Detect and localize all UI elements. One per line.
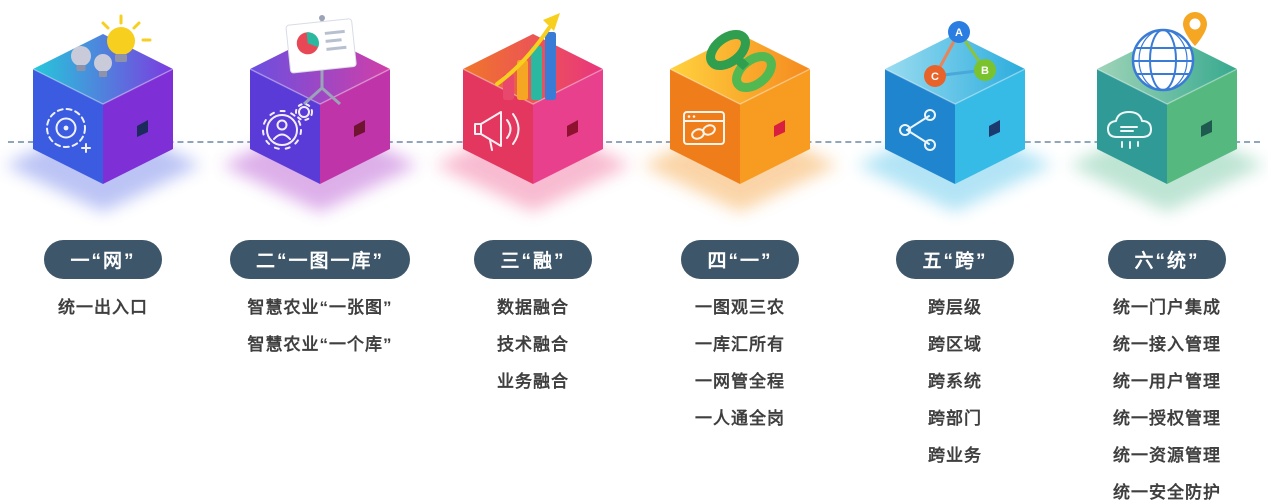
cube-left-face — [33, 69, 103, 184]
cube-graphic — [435, 13, 631, 212]
category-pill: 二“一图一库” — [229, 240, 410, 279]
cube-graphic — [1069, 12, 1265, 212]
cloud-icon — [1107, 111, 1152, 149]
share-icon — [899, 109, 936, 151]
node-label-b: B — [981, 65, 989, 77]
gear-user-icon — [262, 103, 313, 150]
cube-graphic — [222, 15, 418, 212]
feature-item: 数据融合 — [497, 298, 569, 317]
category-pill: 三“融” — [474, 240, 592, 279]
category-pill: 一“网” — [44, 240, 162, 279]
feature-column-cross: A B C 五“跨” 跨层级 跨区域 跨系统 跨部门 跨业务 — [845, 0, 1065, 474]
feature-item: 智慧农业“一个库” — [247, 335, 393, 354]
cube-notch — [989, 120, 1000, 137]
cube-graphic — [642, 29, 838, 212]
globe-pin-icon — [1131, 12, 1207, 92]
feature-item: 跨层级 — [928, 298, 982, 317]
feature-item: 一图观三农 — [695, 298, 785, 317]
browser-link-icon — [683, 111, 725, 145]
category-pill: 五“跨” — [896, 240, 1014, 279]
cube-left-face — [885, 69, 955, 184]
feature-item: 统一接入管理 — [1113, 335, 1221, 354]
node-label-a: A — [955, 27, 963, 39]
feature-item: 技术融合 — [497, 335, 569, 354]
feature-item: 业务融合 — [497, 372, 569, 391]
feature-item: 统一门户集成 — [1113, 298, 1221, 317]
feature-column-map-db: 二“一图一库” 智慧农业“一张图” 智慧农业“一个库” — [210, 0, 430, 363]
cube-edge — [1096, 68, 1238, 105]
cube-left-face — [463, 69, 533, 184]
cube-notch — [137, 120, 148, 137]
cube-notch — [354, 120, 365, 137]
cube-edge — [32, 68, 174, 105]
cube-notch — [567, 120, 578, 137]
feature-item: 统一用户管理 — [1113, 372, 1221, 391]
cube-edge — [669, 68, 811, 105]
lightbulb-icon — [71, 14, 152, 77]
feature-list: 智慧农业“一张图” 智慧农业“一个库” — [210, 289, 430, 363]
abc-network-icon: A B C — [924, 21, 996, 87]
feature-item: 一网管全程 — [695, 372, 785, 391]
cube-graphic — [5, 14, 201, 212]
feature-item: 跨部门 — [928, 409, 982, 428]
feature-list: 数据融合 技术融合 业务融合 — [423, 289, 643, 400]
feature-item: 统一授权管理 — [1113, 409, 1221, 428]
feature-item: 统一出入口 — [58, 298, 148, 317]
cube-edge — [884, 68, 1026, 105]
presentation-chart-icon — [285, 15, 357, 106]
cube-graphic: A B C — [857, 21, 1053, 212]
category-pill: 六“统” — [1108, 240, 1226, 279]
feature-column-fusion: 三“融” 数据融合 技术融合 业务融合 — [423, 0, 643, 400]
cube-edge — [249, 68, 391, 105]
cube-top-face — [885, 34, 1025, 104]
connector-line — [8, 141, 1260, 143]
feature-item: 一库汇所有 — [695, 335, 785, 354]
cube-notch — [774, 120, 785, 137]
feature-list: 一图观三农 一库汇所有 一网管全程 一人通全岗 — [630, 289, 850, 437]
feature-item: 跨系统 — [928, 372, 982, 391]
megaphone-icon — [474, 111, 520, 151]
feature-list: 统一门户集成 统一接入管理 统一用户管理 统一授权管理 统一资源管理 统一安全防… — [1057, 289, 1268, 503]
feature-item: 跨业务 — [928, 446, 982, 465]
cube-notch — [1201, 120, 1212, 137]
feature-column-network: 一“网” 统一出入口 — [0, 0, 213, 326]
target-icon — [46, 108, 91, 153]
cube-left-face — [250, 69, 320, 184]
feature-list: 统一出入口 — [0, 289, 213, 326]
feature-item: 统一资源管理 — [1113, 446, 1221, 465]
feature-column-unified: 六“统” 统一门户集成 统一接入管理 统一用户管理 统一授权管理 统一资源管理 … — [1057, 0, 1268, 503]
category-pill: 四“一” — [681, 240, 799, 279]
cube-edge — [462, 68, 604, 105]
feature-item: 一人通全岗 — [695, 409, 785, 428]
chain-link-icon — [706, 29, 776, 93]
bar-chart-icon — [495, 13, 560, 100]
feature-column-one: 四“一” 一图观三农 一库汇所有 一网管全程 一人通全岗 — [630, 0, 850, 437]
node-label-c: C — [931, 71, 939, 83]
feature-item: 智慧农业“一张图” — [247, 298, 393, 317]
feature-item: 跨区域 — [928, 335, 982, 354]
feature-item: 统一安全防护 — [1113, 483, 1221, 502]
feature-list: 跨层级 跨区域 跨系统 跨部门 跨业务 — [845, 289, 1065, 474]
